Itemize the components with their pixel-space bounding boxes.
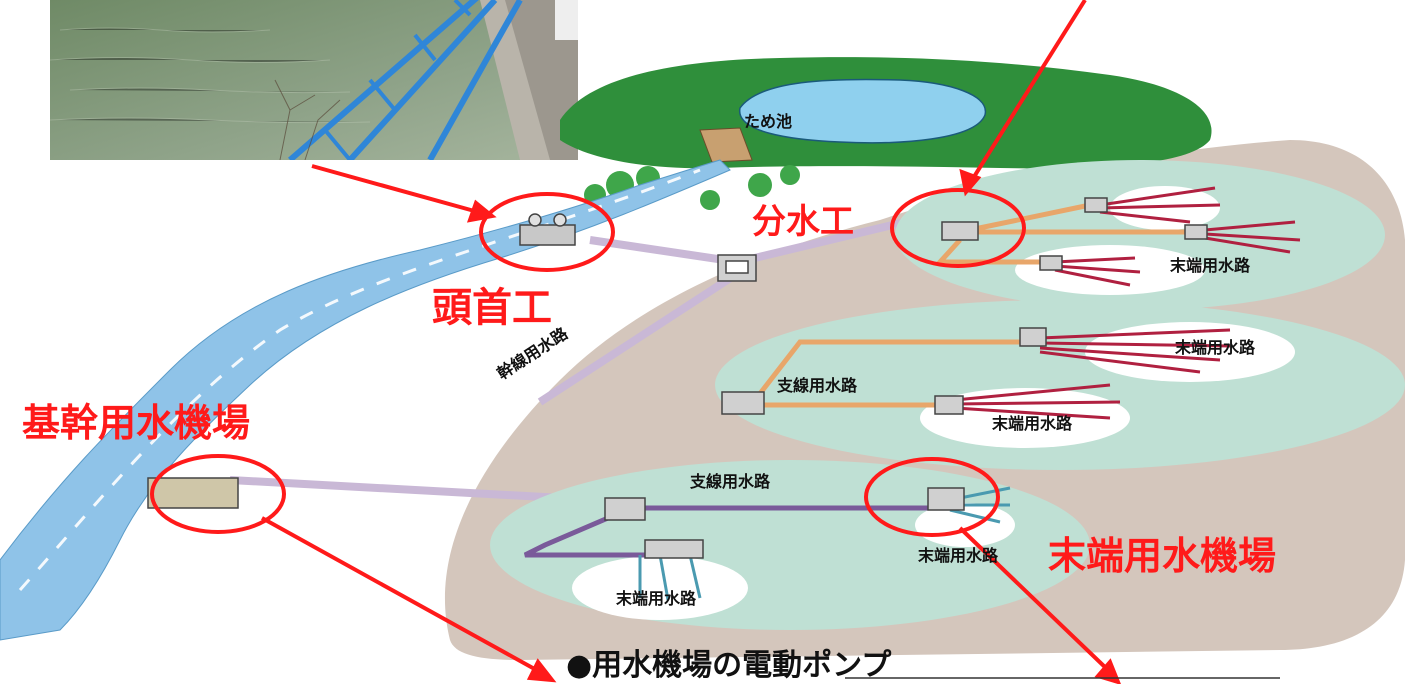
label-bunsuiko: 分水工: [752, 202, 854, 242]
label-mattan-3: 末端用水路: [992, 414, 1073, 433]
headworks-highlight: [479, 192, 615, 272]
label-mattan-5: 末端用水路: [616, 589, 697, 608]
terminal-pump-highlight: [864, 457, 1000, 537]
diversion-structure: [941, 221, 979, 241]
label-mattan-1: 末端用水路: [1170, 256, 1251, 275]
caption-electric-pump: ●用水機場の電動ポンプ: [566, 648, 892, 683]
label-massui-kijo: 末端用水機場: [1048, 534, 1277, 578]
label-mattan-4: 末端用水路: [918, 546, 999, 565]
label-shisen-2: 支線用水路: [690, 472, 771, 491]
field-bottom: [490, 460, 1090, 630]
canal-photo: [50, 0, 578, 160]
label-tamechi: ため池: [744, 112, 793, 131]
diversion-highlight: [890, 188, 1026, 268]
pond-shape: [739, 78, 987, 144]
label-kikan-kijo: 基幹用水機場: [22, 401, 251, 445]
terminal-pump-station: [927, 487, 965, 511]
main-pump-highlight: [150, 454, 286, 534]
label-shisen-1: 支線用水路: [777, 376, 858, 395]
main-pump-station: [147, 477, 239, 509]
label-mattan-2: 末端用水路: [1175, 338, 1256, 357]
label-toshuko: 頭首工: [432, 285, 552, 331]
headworks-structure: [519, 224, 576, 246]
